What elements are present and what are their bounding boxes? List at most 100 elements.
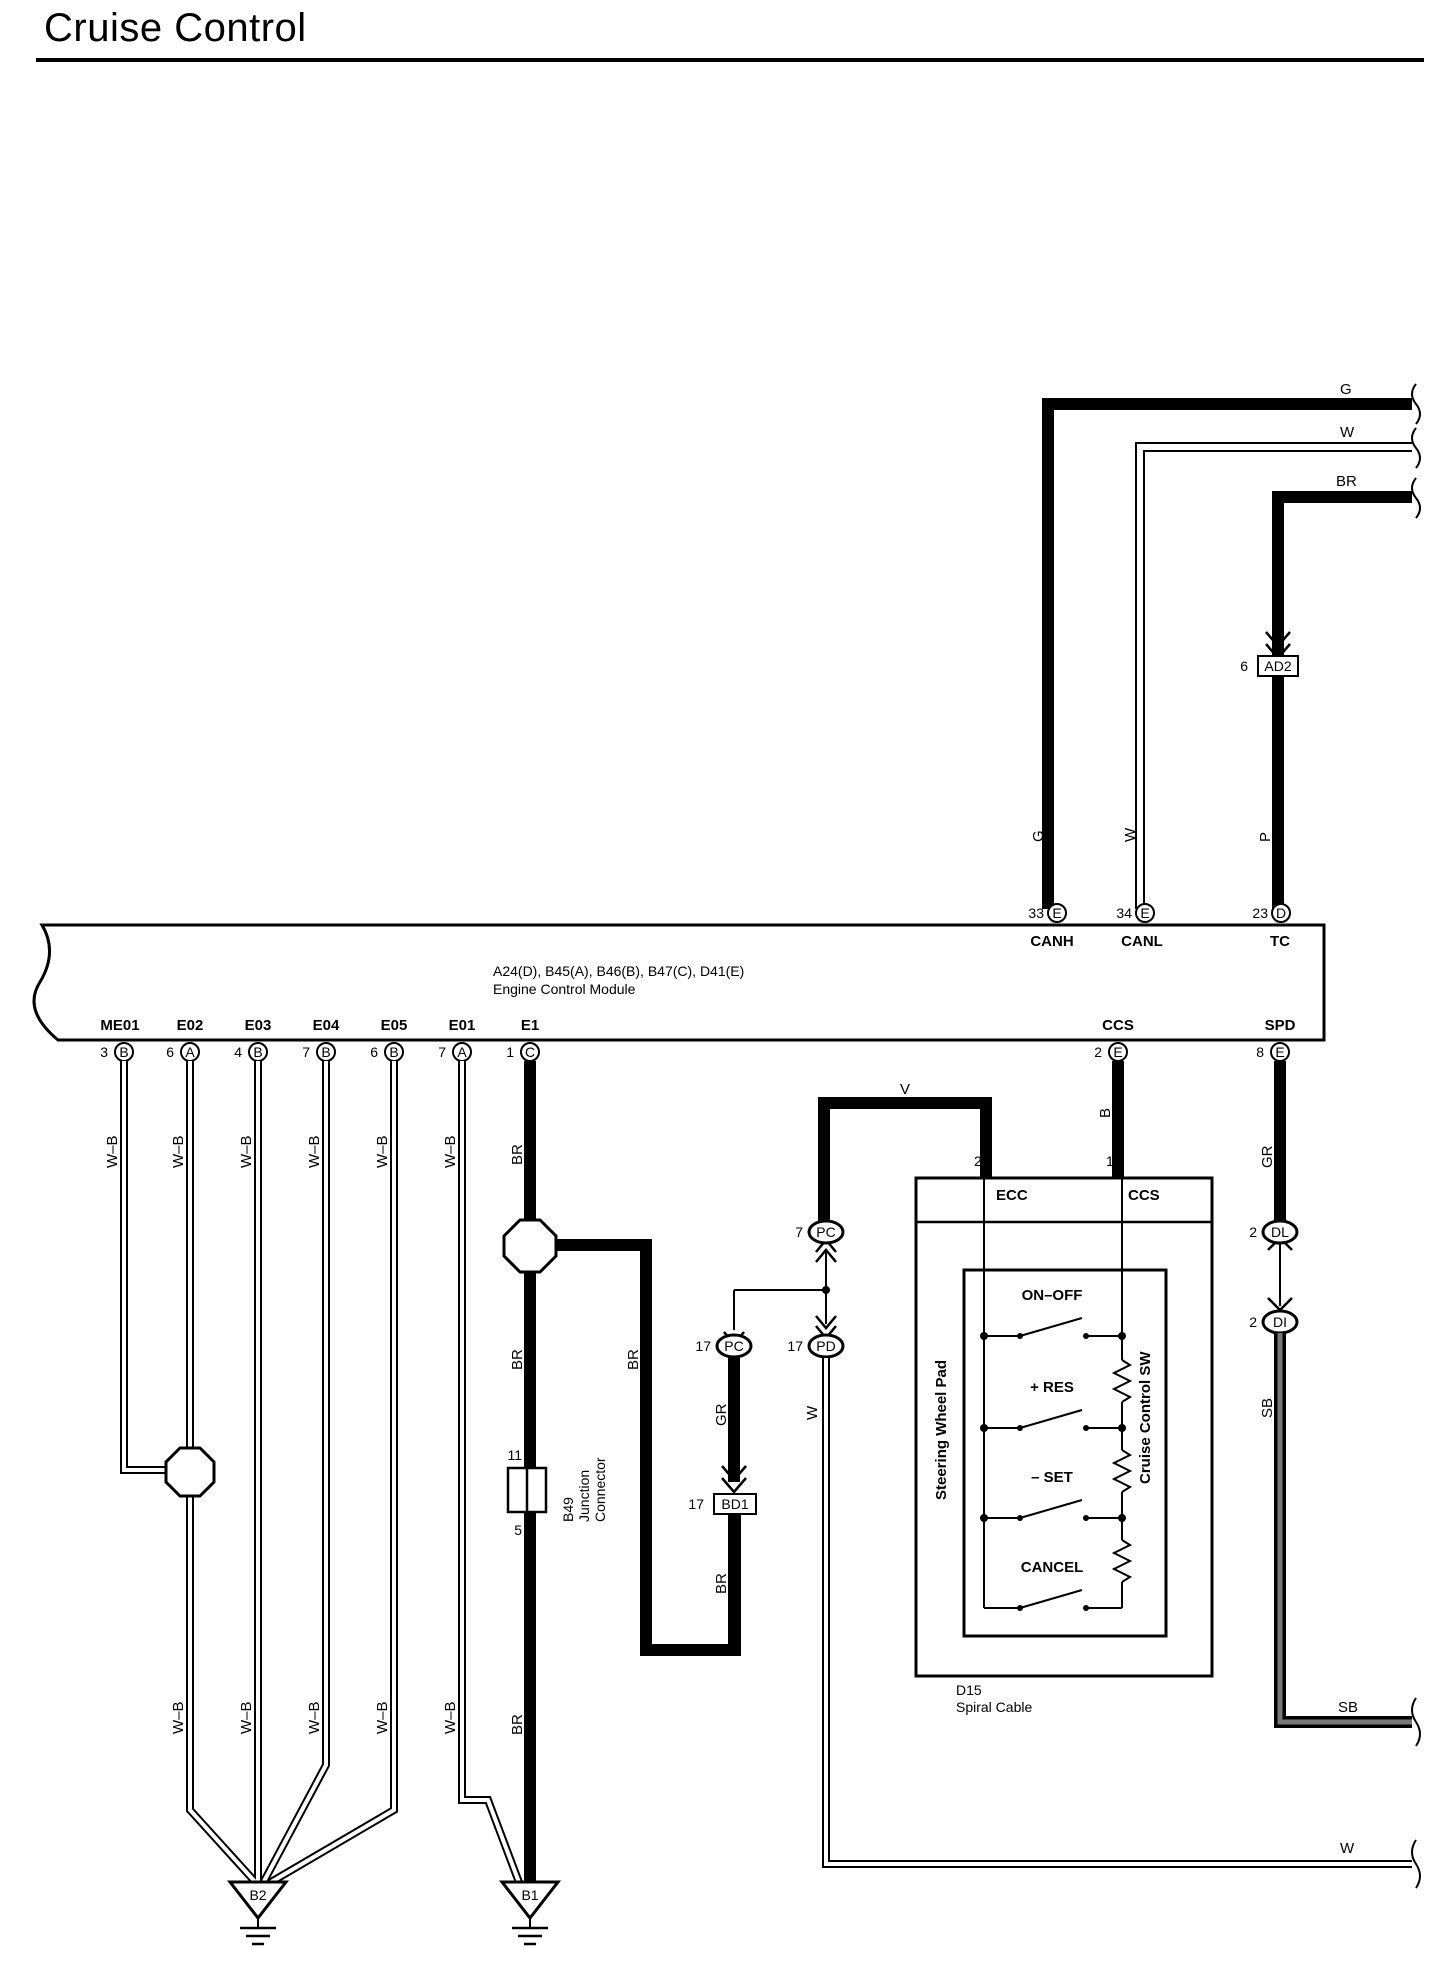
svg-text:E03: E03: [245, 1017, 272, 1034]
svg-text:8: 8: [1256, 1044, 1264, 1060]
br-label-b: BR: [509, 1349, 526, 1370]
wire-v: [818, 1097, 992, 1232]
svg-text:SPD: SPD: [1265, 1017, 1296, 1034]
spiral-id: D15: [956, 1682, 982, 1698]
connector-dl: DL 2: [1249, 1219, 1299, 1245]
ad2-box: [1257, 655, 1299, 677]
wire-label-br: BR: [1336, 473, 1357, 490]
svg-text:B2: B2: [249, 1887, 266, 1903]
svg-text:A: A: [185, 1044, 195, 1060]
svg-text:23: 23: [1252, 905, 1268, 921]
wb-lower-label-3: W–B: [306, 1701, 323, 1734]
connector-di: DI 2: [1249, 1309, 1299, 1335]
ad2-name: AD2: [1264, 658, 1291, 674]
svg-text:B: B: [119, 1044, 128, 1060]
cruise-control-sw-label: Cruise Control SW: [1137, 1351, 1154, 1484]
junction-connector-b49: 11 5: [506, 1447, 548, 1538]
wb-label-6: W–B: [442, 1135, 459, 1168]
wire-sb-outer: [1274, 1333, 1412, 1728]
svg-text:3: 3: [100, 1044, 108, 1060]
break-marks-top: [1411, 383, 1421, 519]
wire-w-inner: [1137, 444, 1412, 909]
svg-text:TC: TC: [1270, 933, 1290, 950]
svg-text:A: A: [457, 1044, 467, 1060]
svg-text:1: 1: [506, 1044, 514, 1060]
sb-vertical-label: SB: [1259, 1398, 1276, 1418]
junction-line2: Connector: [592, 1457, 608, 1522]
svg-text:E: E: [1140, 905, 1149, 921]
wb-ground-wires: [120, 1061, 524, 1889]
break-mark-sb: [1411, 1697, 1421, 1747]
bd1-arrow: [721, 1465, 747, 1494]
b-label: B: [1097, 1108, 1114, 1118]
svg-text:E02: E02: [177, 1017, 204, 1034]
svg-text:2: 2: [1094, 1044, 1102, 1060]
spiral-ccs: CCS: [1128, 1187, 1160, 1204]
br-label-a: BR: [509, 1144, 526, 1165]
svg-text:17: 17: [695, 1338, 711, 1354]
svg-text:PC: PC: [724, 1338, 743, 1354]
gr-label: GR: [713, 1403, 730, 1426]
ecm-box: [32, 923, 1326, 1042]
svg-text:11: 11: [507, 1447, 522, 1463]
switch-set: – SET: [1031, 1469, 1073, 1486]
wire-label-g: G: [1340, 381, 1352, 398]
svg-text:E01: E01: [449, 1017, 476, 1034]
switch-contacts: [980, 1332, 1126, 1611]
bottom-pin-spd: SPD E 8: [1256, 1017, 1296, 1062]
svg-text:7: 7: [302, 1044, 310, 1060]
v-label: V: [900, 1081, 910, 1098]
bottom-pin-e02: E02 A 6: [166, 1017, 204, 1062]
svg-text:4: 4: [234, 1044, 242, 1060]
sb-right-label: SB: [1338, 1699, 1358, 1716]
wire-sb-inner: [1277, 1333, 1412, 1725]
svg-text:CANH: CANH: [1030, 933, 1073, 950]
wire-br-branch: [530, 1239, 741, 1656]
svg-text:34: 34: [1116, 905, 1132, 921]
svg-text:7: 7: [438, 1044, 446, 1060]
top-pin-canl: E 34 CANL: [1116, 903, 1163, 950]
wb-lower-label-5: W–B: [442, 1701, 459, 1734]
ecm-connectors: A24(D), B45(A), B46(B), B47(C), D41(E): [493, 963, 744, 979]
connector-pc: PC 17: [695, 1333, 753, 1359]
svg-text:B: B: [253, 1044, 262, 1060]
svg-text:E: E: [1113, 1044, 1122, 1060]
svg-text:PD: PD: [816, 1338, 835, 1354]
bottom-pin-me01: ME01 B 3: [100, 1017, 140, 1062]
svg-text:C: C: [525, 1044, 535, 1060]
svg-text:2: 2: [1249, 1224, 1257, 1240]
br-label-c: BR: [509, 1714, 526, 1735]
svg-text:6: 6: [166, 1044, 174, 1060]
top-pin-canh: E 33 CANH: [1028, 903, 1074, 950]
svg-text:17: 17: [688, 1496, 704, 1512]
pc-link: [733, 1250, 827, 1330]
wb-label-1: W–B: [104, 1135, 121, 1168]
wb-label-4: W–B: [306, 1135, 323, 1168]
spiral-pin-ccs: 1: [1106, 1153, 1114, 1169]
wb-splice: [164, 1446, 216, 1498]
wire-label-w: W: [1340, 424, 1355, 441]
svg-text:E05: E05: [381, 1017, 408, 1034]
steering-wheel-pad-box: [962, 1268, 1168, 1638]
connector-pc-top: PC 7: [795, 1219, 845, 1245]
switch-circuit: [983, 1178, 1133, 1609]
svg-text:E1: E1: [521, 1017, 539, 1034]
svg-text:D: D: [1276, 905, 1286, 921]
wb-lower-label-2: W–B: [238, 1701, 255, 1734]
wb-lower-label-4: W–B: [374, 1701, 391, 1734]
top-wire-label-w: W: [1122, 827, 1139, 842]
svg-text:B: B: [321, 1044, 330, 1060]
connector-pd: PD 17: [787, 1333, 845, 1359]
gr-spd-label: GR: [1259, 1145, 1276, 1168]
svg-text:5: 5: [514, 1522, 522, 1538]
svg-text:6: 6: [370, 1044, 378, 1060]
connector-bd1: BD1 17: [688, 1493, 757, 1515]
switch-on-off: ON–OFF: [1022, 1287, 1083, 1304]
ground-b1: B1: [498, 1880, 562, 1946]
ad2-pin: 6: [1240, 658, 1248, 674]
svg-text:17: 17: [787, 1338, 803, 1354]
ground-b2: B2: [226, 1880, 290, 1946]
wb-lower-label-1: W–B: [170, 1701, 187, 1734]
svg-text:E: E: [1052, 905, 1061, 921]
br-splice: [502, 1218, 558, 1274]
